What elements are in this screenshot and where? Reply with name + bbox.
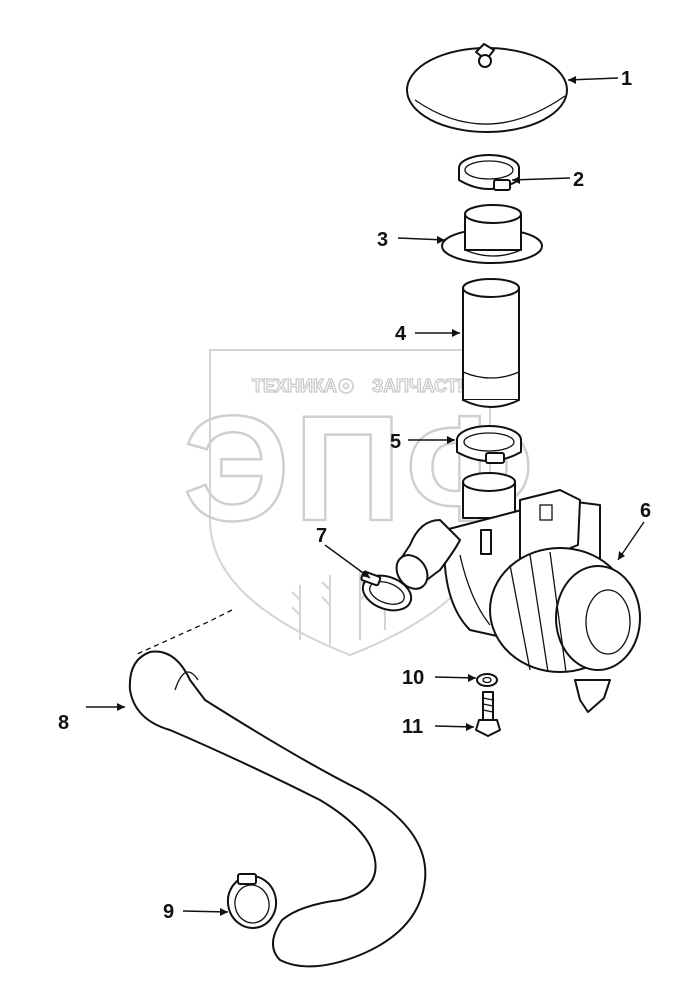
leader-7 [324,544,371,579]
part-1-cover [406,43,568,133]
callout-1: 1 [621,68,632,90]
part-3-adapter [441,204,543,264]
callout-11: 11 [402,716,423,738]
callout-3: 3 [377,229,388,251]
part-8-hose [128,609,427,968]
leader-6 [617,521,645,561]
callout-6: 6 [640,500,651,522]
watermark-text-right: ЗАПЧАСТИ [372,376,471,396]
callout-9: 9 [163,901,174,923]
part-9-clamp [226,873,278,929]
part-5-clamp [456,425,522,464]
leader-1 [567,77,619,81]
gear-icon [338,378,354,394]
wheat-icon [291,570,386,645]
part-11-bolt [475,691,501,737]
part-6-air-filter [395,472,641,713]
callout-10: 10 [402,667,424,689]
callout-4: 4 [395,323,407,345]
part-10-washer [476,673,498,687]
callout-8: 8 [58,712,69,734]
callout-7: 7 [316,525,327,547]
watermark-text-left: ТЕХНИКА [252,376,337,396]
part-2-clamp [458,154,520,191]
callout-2: 2 [573,169,584,191]
callout-5: 5 [390,431,401,453]
part-4-pipe [462,278,520,408]
callout-labels: 1 2 3 4 5 6 7 8 9 10 11 [58,68,651,923]
leader-2 [511,177,571,181]
callout-leaders [86,76,645,916]
